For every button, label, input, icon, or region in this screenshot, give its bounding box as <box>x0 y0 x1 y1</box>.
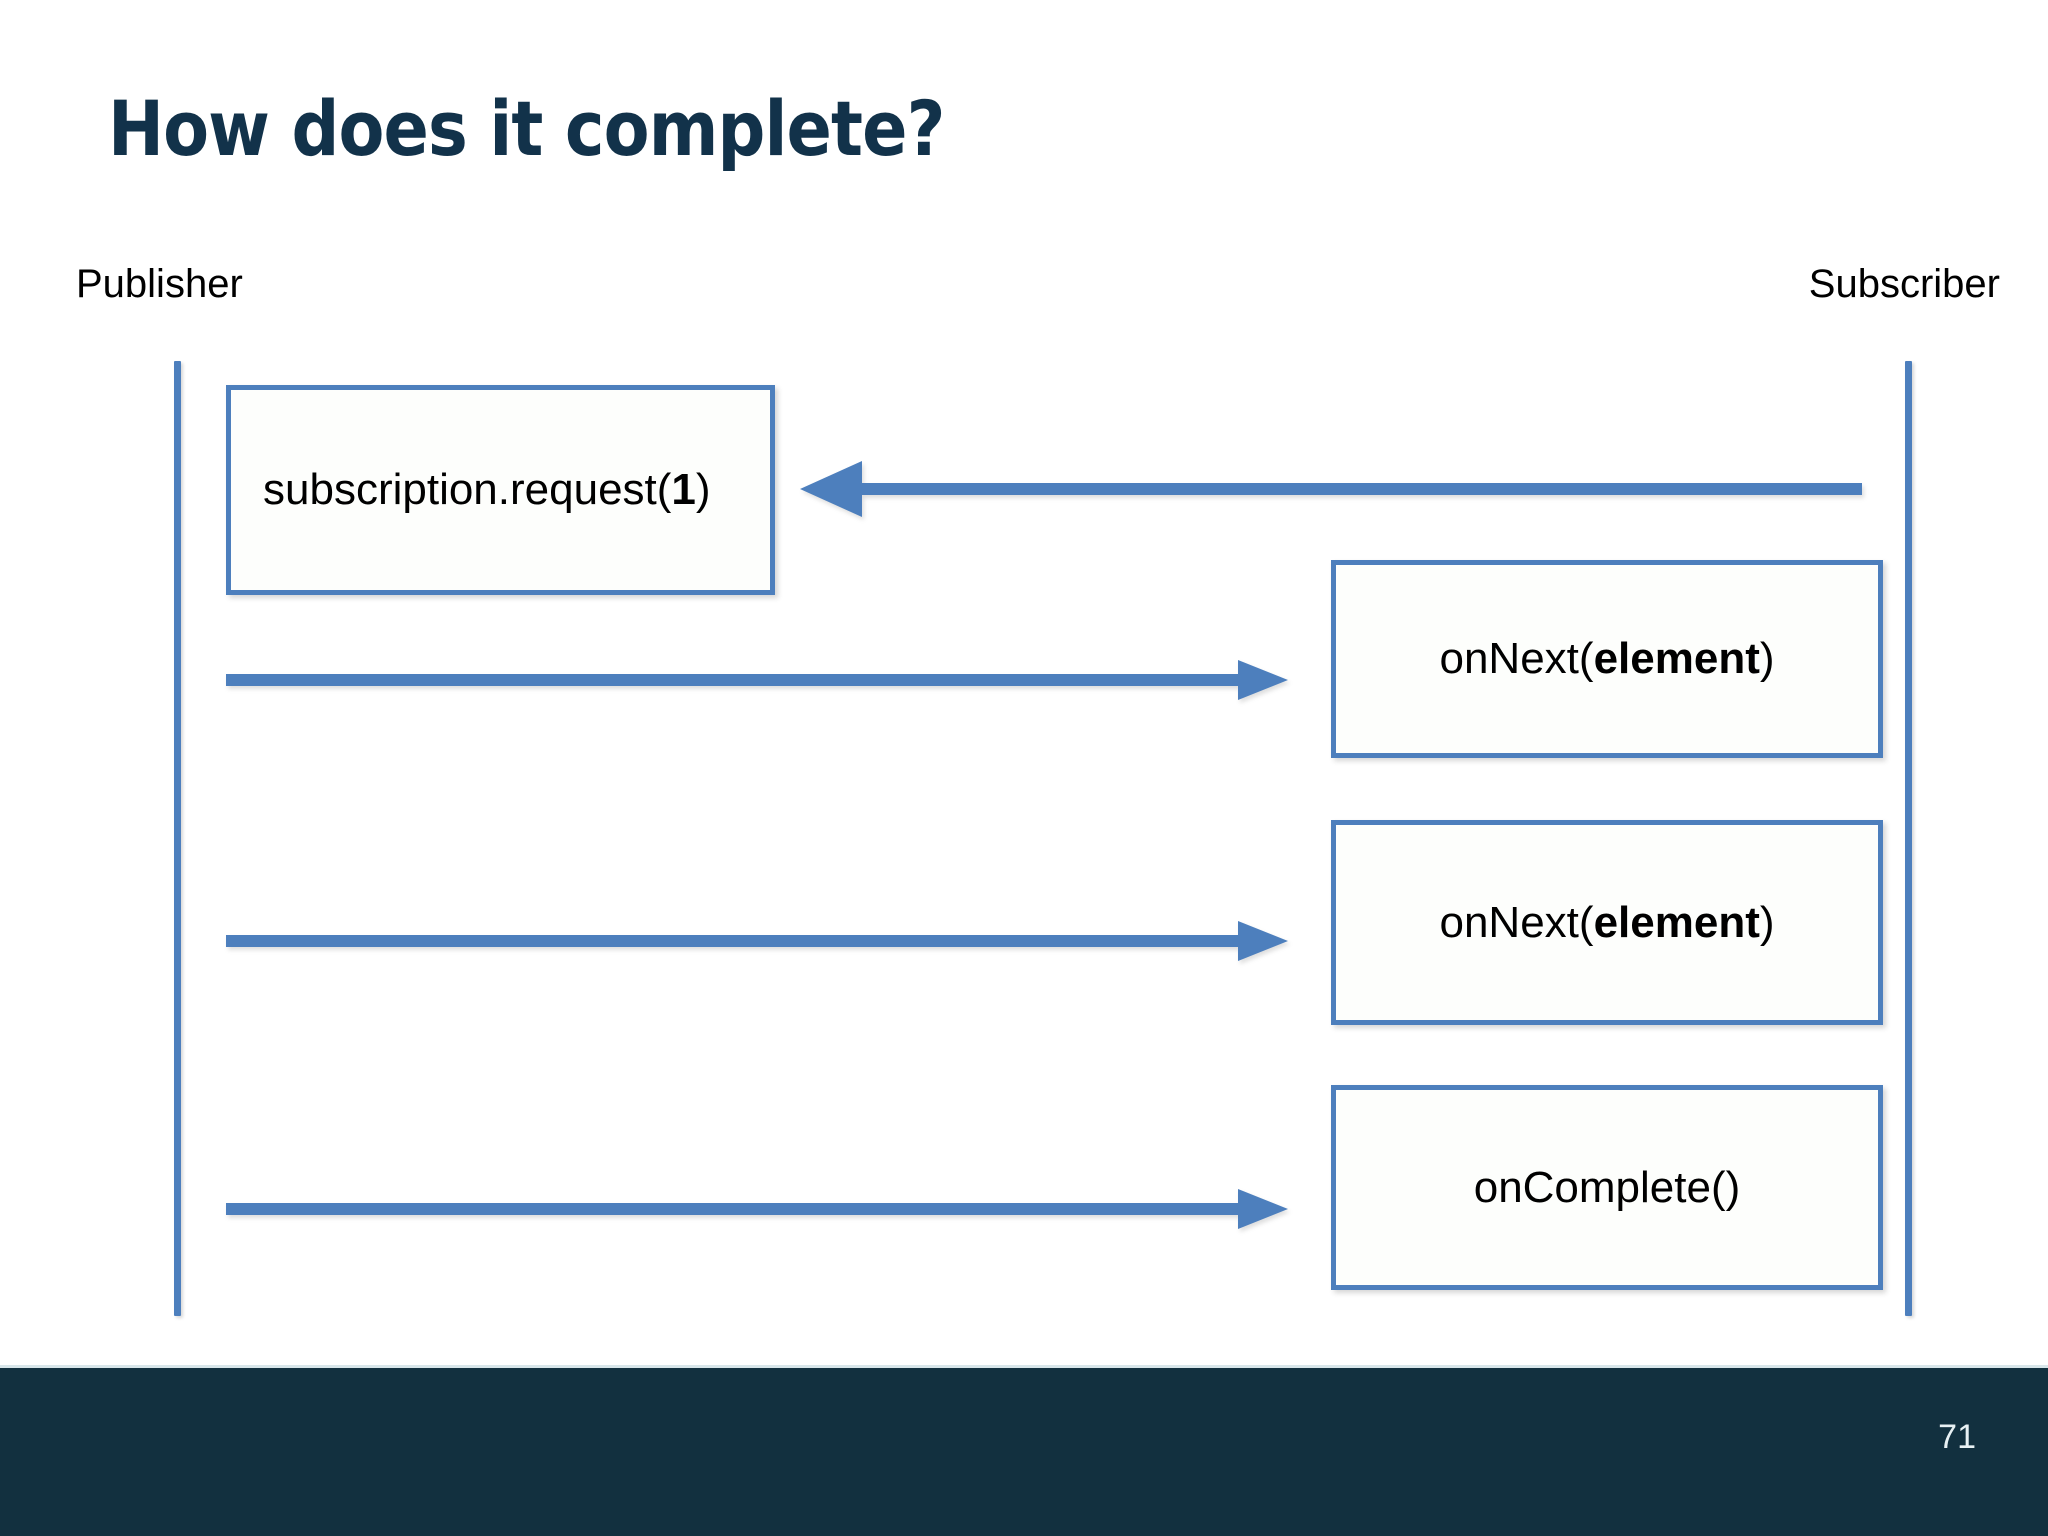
message-box-onnext-1: onNext(element) <box>1331 560 1883 758</box>
message-box-onnext-2: onNext(element) <box>1331 820 1883 1025</box>
message-label-bold: element <box>1593 897 1760 947</box>
message-label-suffix: ) <box>695 465 711 514</box>
message-box-oncomplete: onComplete() <box>1331 1085 1883 1290</box>
message-box-request: subscription.request(1) <box>226 385 775 595</box>
message-box-onnext-1-label: onNext(element) <box>1336 634 1878 684</box>
arrow-onnext-2-left-to-right <box>226 921 1288 961</box>
lifeline-subscriber <box>1905 361 1912 1316</box>
message-label-prefix: onComplete() <box>1473 1162 1741 1212</box>
message-label-bold: element <box>1593 634 1760 683</box>
page-title: How does it complete? <box>108 84 945 173</box>
message-box-request-label: subscription.request(1) <box>231 465 770 515</box>
arrow-oncomplete-left-to-right <box>226 1189 1288 1229</box>
arrow-onnext-1-left-to-right <box>226 660 1288 700</box>
lifeline-publisher <box>174 361 181 1316</box>
page-number: 71 <box>1938 1418 1976 1456</box>
message-label-bold: 1 <box>671 465 696 514</box>
message-label-suffix: ) <box>1759 634 1775 683</box>
arrow-request-right-to-left <box>800 460 1862 520</box>
message-label-prefix: subscription.request( <box>263 465 672 514</box>
actor-label-publisher: Publisher <box>76 262 243 306</box>
footer-bar: 71 <box>0 1365 2048 1536</box>
message-box-oncomplete-label: onComplete() <box>1336 1163 1878 1213</box>
message-label-prefix: onNext( <box>1439 897 1594 947</box>
actor-label-subscriber: Subscriber <box>1808 262 2000 306</box>
message-box-onnext-2-label: onNext(element) <box>1336 898 1878 948</box>
message-label-suffix: ) <box>1759 897 1775 947</box>
message-label-prefix: onNext( <box>1439 634 1594 683</box>
